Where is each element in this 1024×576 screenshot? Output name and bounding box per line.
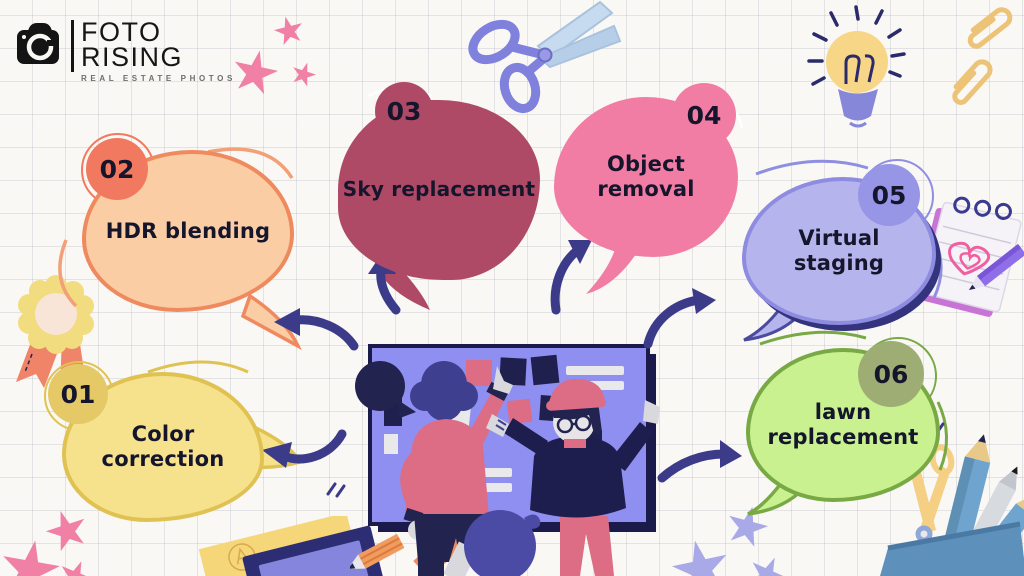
bubble-lawn-replacement: 06 lawn replacement	[746, 341, 940, 502]
speech-bubble-left	[355, 361, 416, 418]
badge-05: 05	[858, 164, 920, 226]
logo-divider	[71, 20, 74, 72]
arrow-to-05	[643, 295, 703, 349]
label-hdr-blending: HDR blending	[105, 218, 271, 243]
speech-bubble-bottom	[464, 510, 541, 576]
logo: FOTO RISING REAL ESTATE PHOTOS	[16, 17, 236, 83]
lightbulb-icon	[807, 5, 906, 128]
pencil-cup-icon	[880, 434, 1024, 576]
label-object-removal: Object removal	[597, 152, 695, 201]
label-virtual-staging: Virtual staging	[793, 226, 885, 275]
tail-03	[382, 266, 430, 310]
bubble-virtual-staging: 05 Virtual staging	[742, 164, 936, 325]
tail-04	[586, 246, 640, 294]
badge-02: 02	[86, 138, 148, 200]
arrow-to-04	[550, 245, 583, 315]
bubble-color-correction: 01 Color correction	[48, 364, 264, 522]
badge-06: 06	[858, 341, 924, 407]
logo-line1: FOTO	[81, 17, 162, 47]
logo-tagline: REAL ESTATE PHOTOS	[81, 73, 236, 83]
bubble-hdr-blending: 02 HDR blending	[82, 138, 294, 312]
person-left	[400, 361, 513, 576]
badge-03: 03	[375, 82, 433, 140]
bubble-object-removal: 04 Object removal	[554, 83, 738, 257]
arrows	[279, 245, 729, 483]
person-right	[486, 378, 660, 576]
bubble-sky-replacement: 03 Sky replacement	[338, 82, 540, 280]
logo-line2: RISING	[81, 41, 184, 72]
arrow-to-06	[657, 449, 729, 483]
tail-05	[743, 303, 799, 342]
scissors-icon	[468, 0, 622, 114]
label-color-correction: Color correction	[101, 422, 225, 471]
arrow-heads	[262, 240, 742, 468]
folder-tablet-icon	[198, 516, 384, 576]
orange-pencil-icon	[350, 534, 404, 570]
cup	[880, 524, 1024, 576]
people-at-board-illustration	[355, 344, 660, 576]
label-lawn-replacement: lawn replacement	[767, 400, 919, 449]
arrow-to-02	[291, 315, 359, 351]
badge-01: 01	[48, 364, 108, 424]
camera-icon	[17, 23, 59, 64]
notepad-icon	[918, 196, 1024, 317]
paperclip-icons	[952, 7, 1013, 105]
label-sky-replacement: Sky replacement	[342, 177, 536, 202]
arrow-to-01	[279, 429, 347, 464]
badge-04: 04	[672, 83, 736, 147]
